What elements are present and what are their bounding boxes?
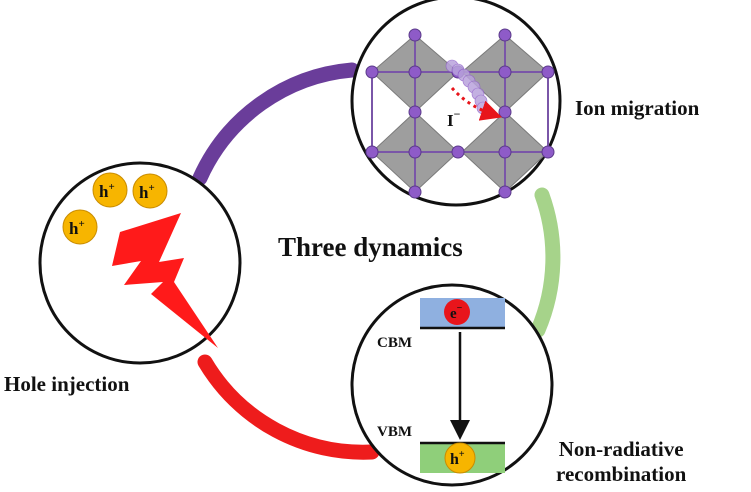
hole-particle: h+ <box>132 173 168 209</box>
lightning-bolt-icon <box>112 213 218 348</box>
hole-particle-vb: h+ <box>444 442 476 474</box>
vbm-label: VBM <box>377 424 412 440</box>
hole-particle: h+ <box>92 172 128 208</box>
svg-text:h+: h+ <box>450 449 465 468</box>
hole-injection-label: Hole injection <box>4 372 130 396</box>
cbm-label: CBM <box>377 335 412 351</box>
atom <box>365 65 379 79</box>
atom <box>498 65 512 79</box>
iodide-ion-label: I <box>447 111 454 130</box>
atom <box>498 28 512 42</box>
atom <box>365 145 379 159</box>
atom <box>541 145 555 159</box>
migration-path <box>450 87 502 121</box>
perovskite-lattice: I− <box>365 28 555 199</box>
atom <box>408 28 422 42</box>
ion-migration-label: Ion migration <box>575 96 700 120</box>
iodide-charge: − <box>454 107 461 121</box>
ion-migration-panel: I− <box>350 0 562 207</box>
svg-text:h+: h+ <box>69 218 85 238</box>
arc-red <box>197 354 380 460</box>
atom <box>408 145 422 159</box>
atom <box>498 145 512 159</box>
svg-text:h+: h+ <box>99 181 115 201</box>
electron-particle: e− <box>444 299 470 325</box>
hole-injection-panel: h+ h+ h+ <box>38 161 242 365</box>
hole-particle: h+ <box>62 209 98 245</box>
atom <box>408 105 422 119</box>
arc-purple <box>192 62 360 186</box>
svg-text:I−: I− <box>447 107 461 130</box>
diagram-title: Three dynamics <box>278 232 463 262</box>
non-radiative-line1: Non-radiative <box>558 437 684 461</box>
svg-text:h+: h+ <box>139 182 155 202</box>
atom <box>498 185 512 199</box>
non-radiative-recombination-label: Non-radiative recombination <box>556 437 686 487</box>
atom <box>451 145 465 159</box>
atom <box>408 185 422 199</box>
atom <box>498 105 512 119</box>
non-radiative-line2: recombination <box>556 462 687 486</box>
arc-green <box>530 187 561 338</box>
recombination-panel: e− h+ CBM VBM <box>350 283 554 487</box>
atom <box>541 65 555 79</box>
svg-text:e−: e− <box>450 303 463 322</box>
atom <box>408 65 422 79</box>
